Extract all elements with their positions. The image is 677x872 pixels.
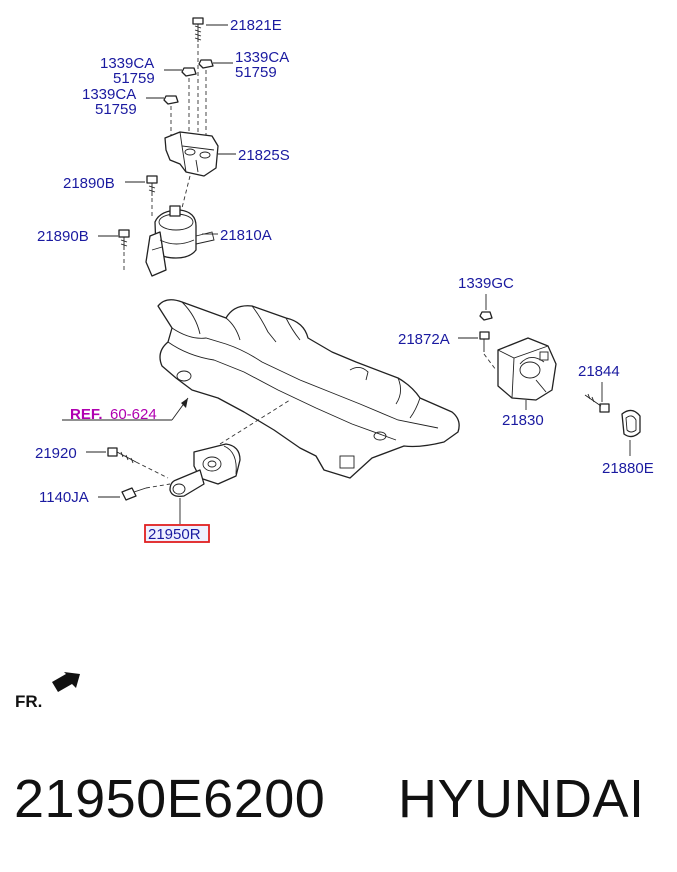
reference-prefix: REF.: [70, 406, 103, 423]
bolt-21844: [584, 393, 610, 413]
bolt-21890B-a: [146, 175, 158, 196]
callout-21825S: 21825S: [238, 147, 290, 164]
callout-21920: 21920: [35, 445, 77, 462]
callout-21880E: 21880E: [602, 460, 654, 477]
callout-21821E: 21821E: [230, 17, 282, 34]
callout-1339CA-b: 1339CA: [235, 49, 289, 66]
callout-21890B-b: 21890B: [37, 228, 89, 245]
callout-21872A: 21872A: [398, 331, 450, 348]
brand-name: HYUNDAI: [398, 769, 645, 829]
bolt-21920: [107, 447, 137, 464]
bolt-1140JA: [121, 487, 147, 501]
parts-diagram: 21821E 1339CA 51759 1339CA 51759 1339CA …: [15, 17, 654, 711]
callout-51759-b: 51759: [235, 64, 277, 81]
transmission-mount-21830: [497, 337, 557, 401]
callout-1140JA: 1140JA: [39, 489, 89, 506]
callout-21950R[interactable]: 21950R: [148, 526, 201, 543]
roll-rod-21950R: [169, 443, 241, 498]
front-arrow-icon: [52, 672, 80, 692]
bolt-21821E: [192, 17, 204, 42]
callout-1339GC: 1339GC: [458, 275, 514, 292]
callout-51759-c: 51759: [95, 101, 137, 118]
callout-1339CA-a: 1339CA: [100, 55, 154, 72]
gasket-21880E: [621, 409, 641, 438]
engine-mount-21810A: [145, 205, 215, 277]
nut-1339CA-a: [181, 67, 197, 77]
callout-1339CA-c: 1339CA: [82, 86, 136, 103]
nut-1339CA-c: [163, 95, 179, 105]
subframe-crossmember: [157, 299, 460, 479]
reference-number: 60-624: [110, 406, 157, 423]
bracket-21825S: [164, 131, 219, 177]
callout-51759-a: 51759: [113, 70, 155, 87]
callout-21844: 21844: [578, 363, 620, 380]
callout-21890B-a: 21890B: [63, 175, 115, 192]
front-orientation-label: FR.: [15, 692, 42, 711]
callout-21830: 21830: [502, 412, 544, 429]
nut-1339CA-b: [198, 59, 214, 69]
part-number: 21950E6200: [14, 769, 326, 829]
bolt-21890B-b: [118, 229, 130, 250]
callout-21810A: 21810A: [220, 227, 272, 244]
nut-1339GC: [479, 311, 493, 321]
bolt-21872A: [479, 331, 490, 352]
highlight-box-21950R: [144, 524, 210, 543]
